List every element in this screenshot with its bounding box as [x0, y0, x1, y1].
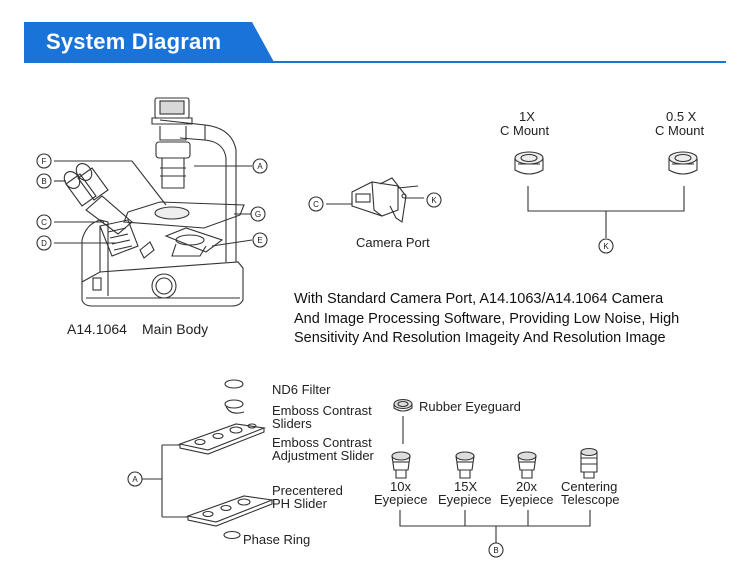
eyepiece-20x-line2: Eyepiece [500, 492, 554, 507]
camera-callout-c: C [313, 200, 319, 209]
rubber-eyeguard-drawing [393, 398, 413, 412]
eyepiece-10x-line1: 10x [390, 479, 411, 494]
emboss-adjustment-label-1: Emboss Contrast [272, 435, 372, 450]
eyepiece-15x-line1: 15X [454, 479, 478, 494]
c-mount-05x-line2: C Mount [655, 123, 705, 138]
callout-d: D [41, 239, 47, 248]
camera-port-label: Camera Port [356, 235, 430, 250]
ph-slider-drawing [185, 495, 275, 540]
microscope-main-body [63, 97, 245, 307]
nd6-filter-label: ND6 Filter [272, 382, 331, 397]
centering-telescope-drawing [580, 447, 598, 479]
callout-e: E [257, 236, 262, 245]
slider-callout-a: A [132, 475, 138, 484]
eyepiece-20x-drawing [517, 451, 537, 479]
eyepiece-15x-drawing [455, 451, 475, 479]
callout-a: A [257, 162, 263, 171]
callout-b: B [41, 177, 46, 186]
eyepiece-10x-line2: Eyepiece [374, 492, 428, 507]
header-banner [24, 22, 274, 62]
eyepiece-10x-drawing [391, 451, 411, 479]
c-mount-1x-line1: 1X [519, 109, 535, 124]
emboss-sliders-label-2: Sliders [272, 416, 312, 431]
c-mount-1x-line2: C Mount [500, 123, 550, 138]
ph-slider-label-1: Precentered [272, 483, 343, 498]
main-body-label: Main Body [142, 321, 209, 337]
c-mount-1x-drawing [514, 151, 544, 175]
main-body-model: A14.1064 [67, 321, 127, 337]
emboss-contrast-slider-drawing [177, 405, 267, 455]
camera-port-drawing [351, 177, 419, 223]
phase-ring-label: Phase Ring [243, 532, 311, 547]
description-text: With Standard Camera Port, A14.1063/A14.… [294, 290, 679, 349]
emboss-adjustment-label-2: Adjustment Slider [272, 448, 374, 463]
camera-callout-k: K [431, 196, 437, 205]
description-line-2: And Image Processing Software, Providing… [294, 310, 680, 327]
page-title: System Diagram [46, 29, 222, 54]
callout-g: G [255, 210, 261, 219]
centering-telescope-line2: Telescope [561, 492, 620, 507]
description-line-1: With Standard Camera Port, A14.1063/A14.… [294, 291, 664, 307]
description-line-3: Sensitivity And Resolution Imageity And … [294, 330, 666, 346]
c-mount-05x-drawing [668, 151, 698, 175]
callout-c: C [41, 218, 47, 227]
centering-telescope-line1: Centering [561, 479, 618, 494]
eyepiece-20x-line1: 20x [516, 479, 537, 494]
cmount-callout-k: K [603, 242, 609, 251]
c-mount-05x-line1: 0.5 X [666, 109, 697, 124]
rubber-eyeguard-label: Rubber Eyeguard [419, 399, 521, 414]
nd6-filter-drawing [224, 379, 244, 409]
ph-slider-label-2: PH Slider [272, 496, 327, 511]
emboss-sliders-label-1: Emboss Contrast [272, 403, 372, 418]
header-rule [24, 61, 726, 63]
callout-f: F [42, 157, 47, 166]
eyepiece-callout-b: B [493, 546, 498, 555]
eyepiece-15x-line2: Eyepiece [438, 492, 492, 507]
